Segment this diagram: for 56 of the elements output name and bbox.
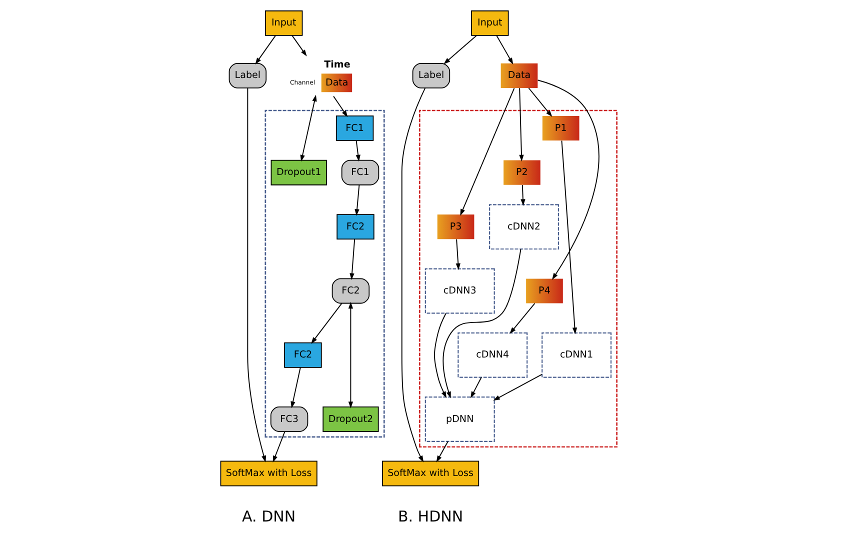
label: B. HDNN: [397, 508, 463, 526]
arrow: [436, 440, 448, 462]
arrow: [300, 94, 316, 162]
arrow: [355, 140, 360, 162]
node-box: FC3: [270, 406, 308, 432]
arrow: [348, 302, 353, 408]
node-box: Label: [228, 62, 266, 88]
arrow: [291, 34, 306, 56]
node-box: cDNN2: [488, 204, 559, 250]
arrow: [290, 367, 300, 408]
arrow: [332, 96, 348, 118]
node-box: cDNN4: [457, 332, 528, 378]
node-box: P1: [542, 116, 579, 141]
node-box: FC2: [336, 214, 374, 240]
arrow: [434, 312, 446, 398]
node-box: Data: [320, 74, 352, 92]
arrow: [492, 374, 542, 401]
arrow: [246, 88, 266, 462]
arrow: [470, 376, 482, 398]
arrow: [536, 80, 599, 280]
node-box: FC2: [331, 278, 370, 304]
arrow: [460, 88, 514, 216]
arrow: [560, 140, 577, 334]
arrow: [443, 34, 477, 64]
arrow: [509, 302, 535, 334]
node-box: P4: [526, 278, 562, 304]
node-box: SoftMax with Loss: [382, 460, 479, 486]
node-box: cDNN3: [424, 268, 494, 314]
arrow: [455, 238, 460, 270]
label: A. DNN: [242, 508, 296, 526]
arrow: [349, 238, 355, 280]
node-box: Data: [500, 63, 538, 88]
arrow: [520, 184, 525, 206]
arrow: [528, 88, 552, 117]
node-box: Dropout2: [322, 406, 378, 432]
node-box: FC1: [340, 160, 379, 186]
arrow: [310, 302, 342, 344]
node-box: SoftMax with Loss: [220, 460, 317, 486]
arrow: [254, 34, 276, 64]
node-box: P3: [436, 214, 474, 240]
node-box: Label: [412, 62, 450, 88]
arrow: [442, 248, 521, 398]
node-label: Time: [324, 60, 350, 71]
node-box: Dropout1: [270, 160, 326, 186]
arrow: [518, 88, 524, 162]
node-box: Input: [264, 10, 302, 36]
arrow: [496, 34, 513, 65]
arrow: [400, 88, 426, 462]
node-box: pDNN: [424, 396, 494, 442]
node-box: FC2: [284, 342, 322, 368]
node-box: cDNN1: [541, 332, 612, 378]
arrow: [354, 184, 360, 216]
node-box: FC1: [335, 116, 374, 141]
node-box: P2: [503, 160, 540, 185]
node-box: Input: [470, 10, 508, 36]
arrow: [272, 431, 285, 462]
